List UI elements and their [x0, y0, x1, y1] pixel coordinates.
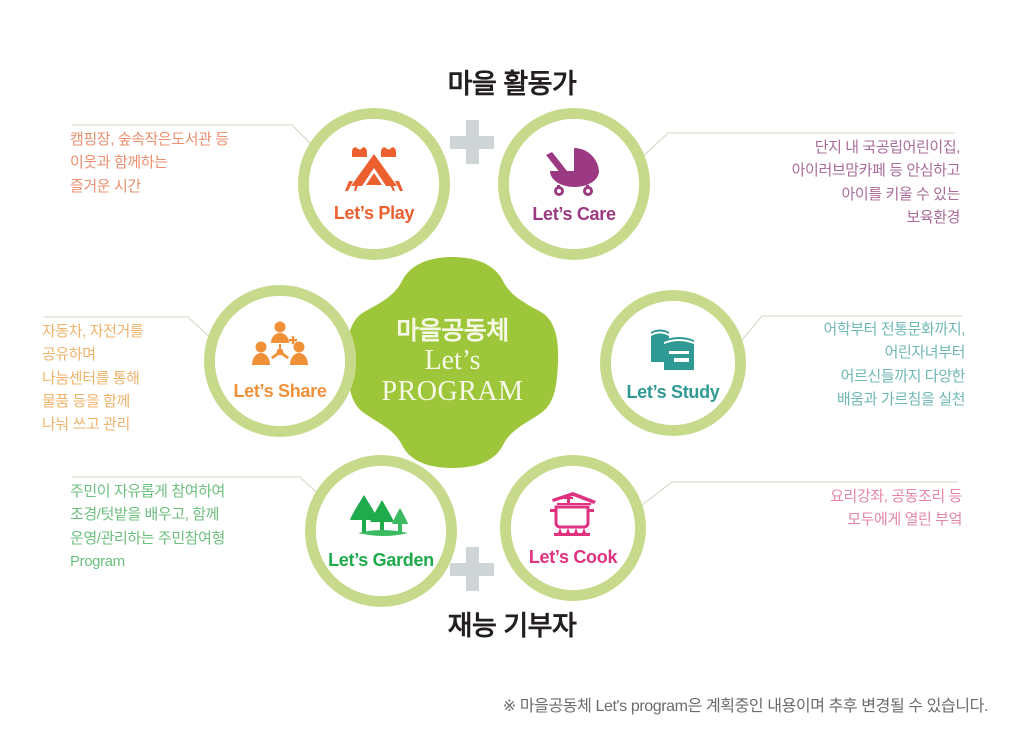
node-label-play: Let’s Play [333, 202, 415, 223]
caption-study: 어학부터 전통문화까지, 어린자녀부터 어르신들까지 다양한 배움과 가르침을 … [823, 321, 965, 408]
caption-cook: 요리강좌, 공동조리 등 모두에게 열린 부엌 [830, 488, 962, 529]
footnote: ※ 마을공동체 Let's program은 계획중인 내용이며 추후 변경될 … [502, 698, 989, 715]
node-label-cook: Let’s Cook [528, 546, 618, 567]
trees-icon [350, 494, 408, 536]
caption-garden: 주민이 자유롭게 참여하여 조경/텃밭을 배우고, 함께 운영/관리하는 주민참… [70, 483, 225, 570]
node-cook[interactable]: Let’s Cook [500, 455, 646, 601]
node-study[interactable]: Let’s Study [600, 290, 746, 436]
node-play[interactable]: Let’s Play [298, 108, 450, 260]
pot-icon [550, 491, 596, 536]
node-care[interactable]: Let’s Care [498, 108, 650, 260]
center-blob-shape [345, 255, 560, 470]
node-ring-garden [305, 455, 457, 607]
heading-talent-donor: 재능 기부자 [447, 611, 577, 641]
node-ring-study [600, 290, 746, 436]
heading-village-activist: 마을 활동가 [447, 69, 577, 99]
node-label-share: Let’s Share [233, 380, 327, 401]
stroller-icon [546, 147, 599, 196]
node-ring-care [498, 108, 650, 260]
plus-icon-bottom [450, 547, 494, 591]
plus-icon-top [450, 120, 494, 164]
node-label-garden: Let’s Garden [328, 549, 434, 570]
tent-icon [345, 146, 403, 191]
node-label-study: Let’s Study [626, 381, 720, 402]
node-label-care: Let’s Care [532, 203, 616, 224]
node-garden[interactable]: Let’s Garden [305, 455, 457, 607]
caption-share: 자동차, 자전거를 공유하며 나눔센터를 통해 물품 등을 함께 나눠 쓰고 관… [42, 323, 144, 433]
node-ring-cook [500, 455, 646, 601]
books-icon [651, 329, 694, 370]
caption-play: 캠핑장, 숲속작은도서관 등 이웃과 함께하는 즐거운 시간 [70, 131, 229, 195]
node-share[interactable]: Let’s Share [204, 285, 356, 437]
node-ring-play [298, 108, 450, 260]
caption-care: 단지 내 국공립어린이집, 아이러브맘카페 등 안심하고 아이를 키울 수 있는… [791, 139, 961, 226]
node-ring-share [204, 285, 356, 437]
people-share-icon [252, 321, 308, 365]
